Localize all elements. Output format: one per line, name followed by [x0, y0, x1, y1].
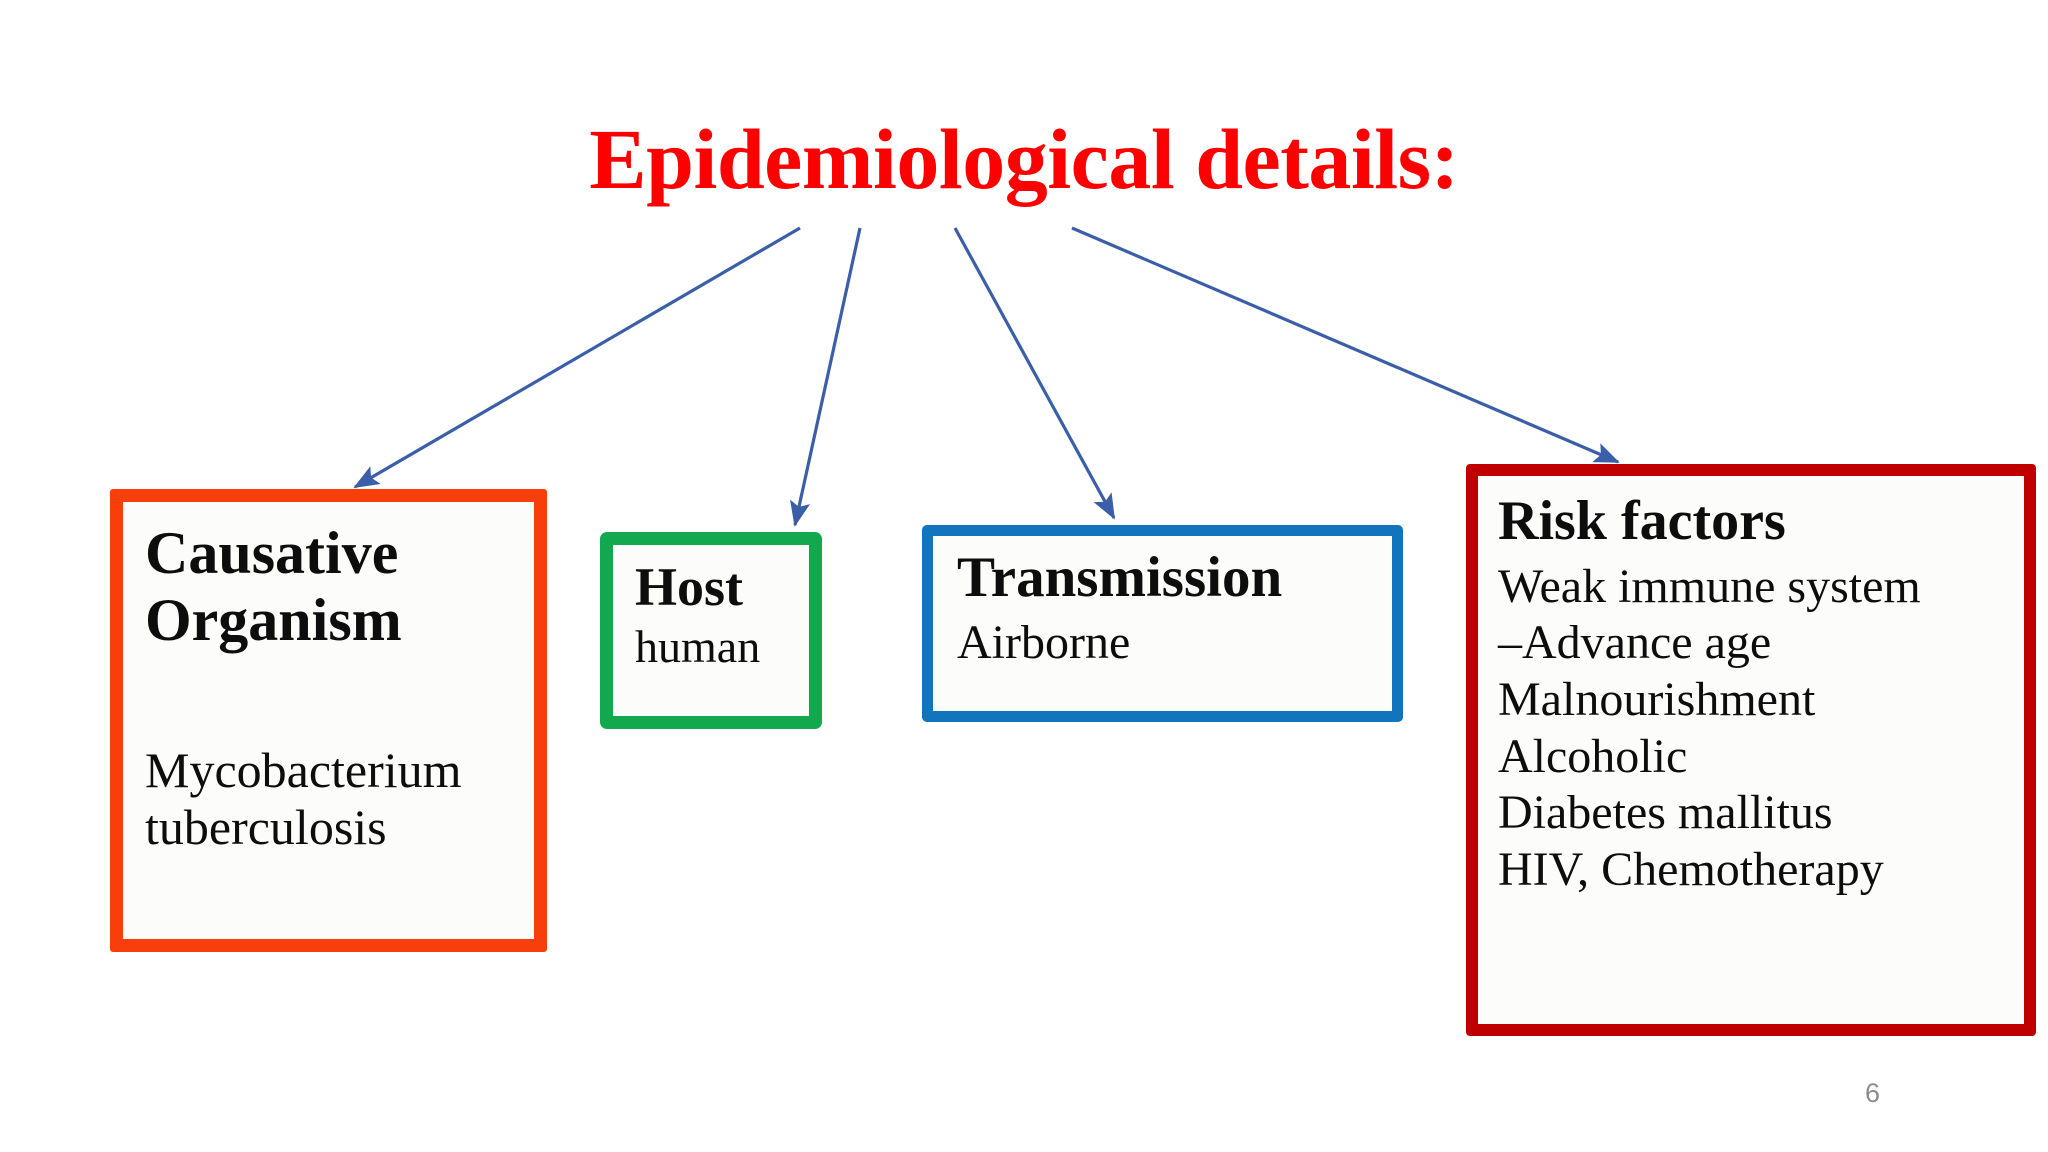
- list-item: Diabetes mallitus: [1498, 786, 1833, 840]
- page-number: 6: [1865, 1078, 1881, 1108]
- arrow-to-causative-organism: [353, 226, 801, 489]
- list-item: HIV, Chemotherapy: [1498, 842, 1884, 896]
- causative-organism-body: Mycobacterium tuberculosis: [145, 742, 462, 855]
- risk-factors-list: Weak immune system –Advance age Malnouri…: [1498, 559, 2024, 899]
- arrow-to-transmission: [953, 227, 1116, 520]
- list-item: Alcoholic: [1498, 729, 1688, 783]
- causative-organism-heading: Causative Organism: [145, 520, 402, 654]
- list-item: Weak immune system: [1498, 559, 1921, 613]
- host-body: human: [635, 621, 761, 673]
- box-causative-organism[interactable]: Causative Organism Mycobacterium tubercu…: [110, 489, 547, 952]
- transmission-body: Airborne: [957, 615, 1131, 669]
- risk-factors-heading: Risk factors: [1498, 490, 1786, 552]
- list-item: Malnourishment: [1498, 672, 1816, 726]
- transmission-heading: Transmission: [957, 546, 1283, 609]
- list-item: –Advance age: [1498, 616, 1772, 670]
- host-heading: Host: [635, 557, 743, 617]
- box-transmission[interactable]: Transmission Airborne: [922, 525, 1403, 722]
- arrow-to-host: [790, 227, 862, 527]
- arrow-to-risk-factors: [1071, 226, 1620, 464]
- box-host[interactable]: Host human: [600, 532, 822, 729]
- box-risk-factors[interactable]: Risk factors Weak immune system –Advance…: [1466, 464, 2036, 1036]
- page-title: Epidemiological details:: [589, 111, 1459, 207]
